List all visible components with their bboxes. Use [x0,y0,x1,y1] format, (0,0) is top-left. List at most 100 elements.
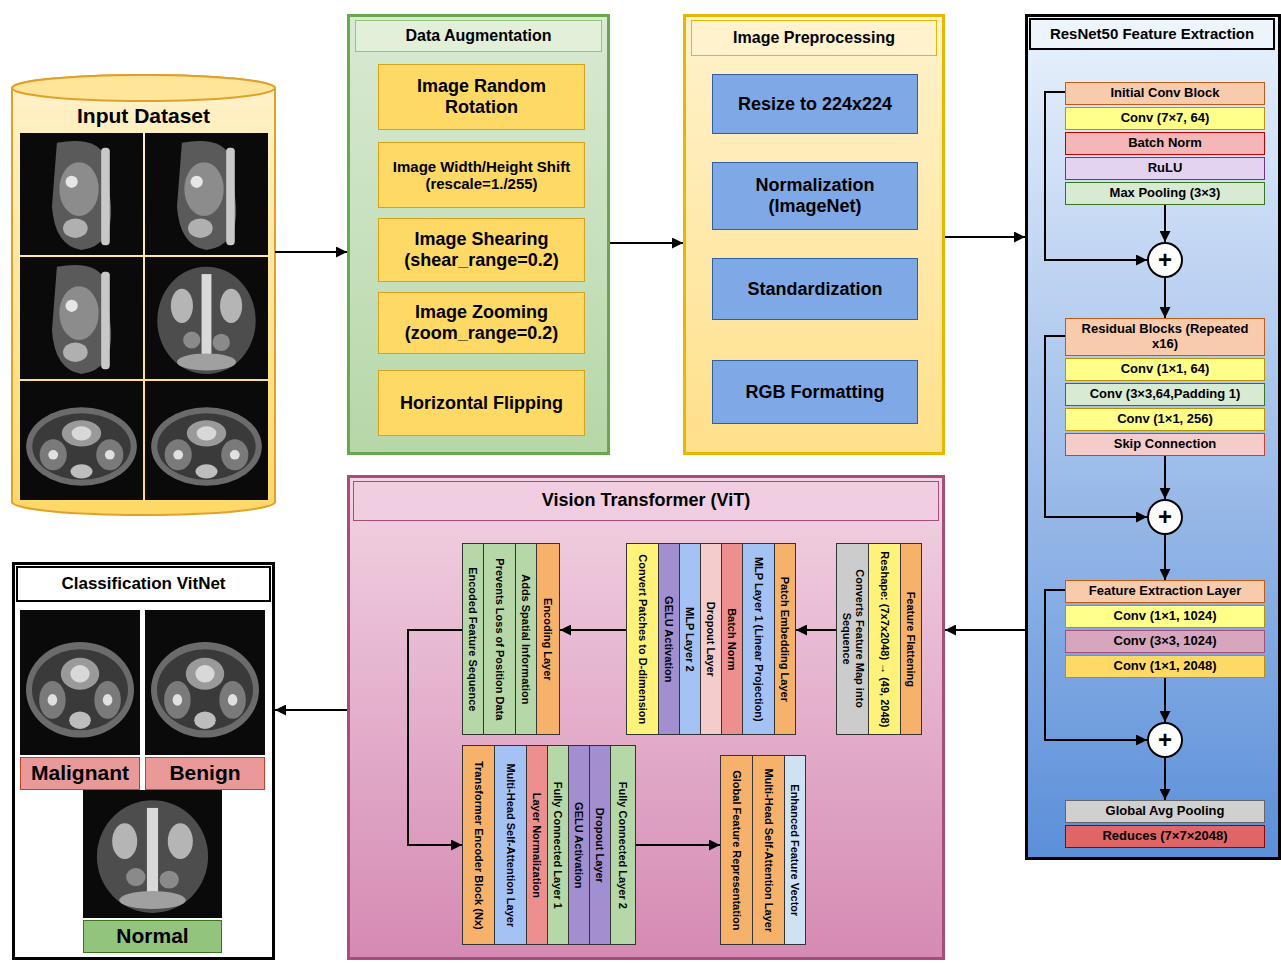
panel-title: Data Augmentation [355,20,602,52]
class-label: Normal [83,920,222,953]
box-label: Horizontal Flipping [400,393,563,414]
vit-layer-bar: Reshape: (7x7x2048) → (49, 2048) [868,543,901,735]
box-label: Residual Blocks (Repeated x16) [1070,322,1260,352]
preprocessing-step: Resize to 224x224 [712,74,918,134]
scan-image [145,257,268,379]
box-label: Batch Norm [1128,136,1202,151]
box-label: Conv (1×1, 256) [1117,412,1213,427]
bar-label: Dropout Layer [705,547,718,731]
resnet-layer: Reduces (7×7×2048) [1065,825,1265,848]
bar-label: Prevents Loss of Position Data [493,547,506,731]
preprocessing-step: Standardization [712,258,918,320]
flow-arrow [1164,758,1166,800]
bar-label: Reshape: (7x7x2048) → (49, 2048) [878,547,891,731]
bar-label: Multi-Head Self-Attention Layer [762,759,775,941]
flow-arrow [1164,278,1166,318]
flow-arrow [945,629,1025,631]
bar-label: Feature Flattening [905,547,918,731]
vit-layer-bar: Feature Flattening [900,543,922,735]
augmentation-step: Image Random Rotation [378,64,585,130]
augmentation-step: Image Shearing (shear_range=0.2) [378,218,585,282]
vit-panel: Vision Transformer (ViT)Feature Flatteni… [347,475,945,960]
box-label: Max Pooling (3×3) [1110,186,1221,201]
bar-label: Encoding Layer [542,547,555,731]
vit-layer-bar: Adds Spatial Information [515,543,537,735]
vit-layer-bar: Transformer Encoder Block (Nx) [462,745,495,945]
bar-label: Layer Normalization [531,749,544,941]
flow-arrow [1164,678,1166,722]
bar-label: MLP Layer 1 (Linear Projection) [752,547,765,731]
box-label: RGB Formatting [746,382,885,403]
box-label: Conv (1×1, 64) [1121,362,1210,377]
bar-label: Dropout Layer [594,749,607,941]
box-label: Conv (3×3, 1024) [1114,634,1217,649]
flow-arrow [408,630,462,845]
vit-layer-bar: Multi-Head Self-Attention Layer [494,745,527,945]
scan-image [20,257,143,379]
box-label: Benign [169,761,240,785]
classification-panel: Classification VitNetMalignant BenignNorm… [12,562,275,960]
augmentation-step: Horizontal Flipping [378,370,585,436]
preprocessing-step: Normalization (ImageNet) [712,162,918,230]
vit-layer-bar: Encoding Layer [536,543,560,735]
box-label: Conv (3×3,64,Padding 1) [1090,387,1241,402]
flow-arrow [636,844,720,846]
box-label: Image Shearing (shear_range=0.2) [383,229,580,270]
vit-layer-bar: Patch Embedding Layer [774,543,796,735]
flow-arrow [1164,535,1166,580]
vit-layer-bar: MLP Layer 2 [679,543,701,735]
bar-label: Multi-Head Self-Attention Layer [504,749,517,941]
bar-label: MLP Layer 2 [684,547,697,731]
scan-image [83,790,222,918]
vit-layer-bar: Fully Connected Layer 1 [547,745,569,945]
scan-image [145,381,268,500]
bar-label: Batch Norm [726,547,739,731]
bar-label: Encoded Feature Sequence [467,547,480,731]
vit-layer-bar: Enhanced Feature Vector [784,755,806,945]
panel-title: Input Dataset [20,101,267,131]
flow-arrow [560,629,626,631]
sum-symbol: + [1158,505,1172,529]
scan-image [145,133,268,255]
classification-panel-ground [14,564,274,959]
box-label: Normal [116,924,188,948]
box-label: Reduces (7×7×2048) [1102,829,1227,844]
preprocessing-panel-ground [685,16,944,454]
bar-label: Transformer Encoder Block (Nx) [472,749,485,941]
resnet-layer: Conv (7×7, 64) [1065,107,1265,130]
augmentation-panel-ground [349,16,609,454]
vit-layer-bar: GELU Activation [568,745,590,945]
vit-layer-bar: Dropout Layer [589,745,611,945]
dataset-cylinder [12,75,275,515]
resnet-layer: Feature Extraction Layer [1065,580,1265,603]
scan-image [20,610,140,755]
box-label: Feature Extraction Layer [1089,584,1241,599]
bar-label: Fully Connected Layer 2 [617,749,630,941]
box-label: Global Avg Pooling [1106,804,1225,819]
box-label: Normalization (ImageNet) [717,175,913,216]
augmentation-panel: Data AugmentationImage Random RotationIm… [347,14,610,455]
vit-layer-bar: Global Feature Representation [720,755,753,945]
bar-label: GELU Activation [573,749,586,941]
box-label: Malignant [31,761,129,785]
vit-panel-ground [349,477,944,959]
panel-title: Classification VitNet [16,566,271,602]
class-label: Malignant [20,757,140,790]
bar-label: Convert Patches to D-dimension [636,547,649,731]
flow-arrow [275,251,347,253]
bar-label: Patch Embedding Layer [779,547,792,731]
vit-layer-bar: Converts Feature Map into Sequence [836,543,869,735]
resnet-layer: Skip Connection [1065,433,1265,456]
preprocessing-step: RGB Formatting [712,360,918,424]
scan-image [145,610,265,755]
augmentation-step: Image Width/Height Shift (rescale=1./255… [378,142,585,208]
bar-label: Global Feature Representation [730,759,743,941]
flow-arrow [1164,205,1166,242]
box-label: Image Zooming (zoom_range=0.2) [383,302,580,343]
resnet-layer: Conv (1×1, 256) [1065,408,1265,431]
panel-title: ResNet50 Feature Extraction [1029,18,1275,50]
box-label: Conv (1×1, 2048) [1114,659,1217,674]
resnet-layer: Batch Norm [1065,132,1265,155]
vit-layer-bar: MLP Layer 1 (Linear Projection) [742,543,775,735]
